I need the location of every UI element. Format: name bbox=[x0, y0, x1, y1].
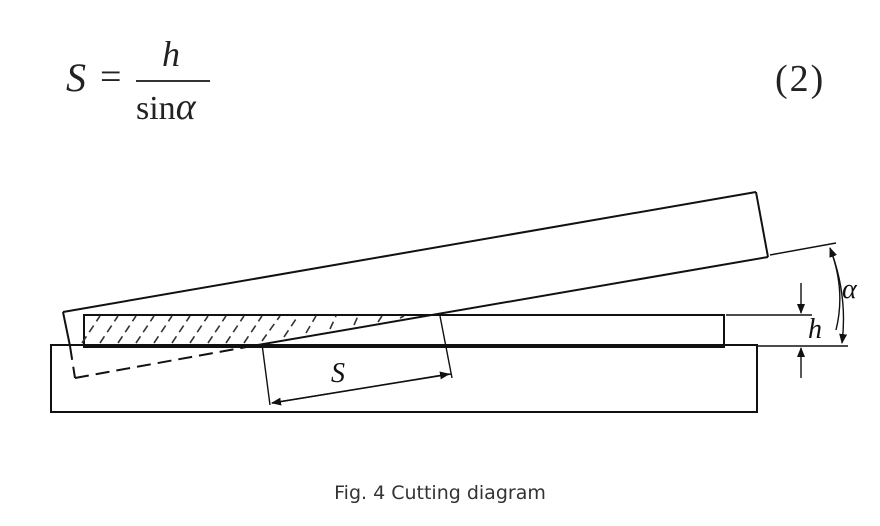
formula-denominator-symbol: α bbox=[175, 86, 196, 128]
formula-equals: = bbox=[100, 56, 122, 98]
formula-numerator: h bbox=[162, 34, 180, 74]
formula-denominator: sinα bbox=[136, 88, 196, 126]
h-dimension-label: h bbox=[808, 314, 822, 345]
inclined-blade bbox=[62, 191, 769, 347]
formula: S = h sinα bbox=[66, 30, 226, 130]
s-dimension-label: S bbox=[331, 358, 345, 389]
cut-hatching bbox=[81, 315, 405, 344]
alpha-dimension bbox=[769, 242, 848, 344]
top-workpiece bbox=[83, 314, 725, 348]
figure-caption: Fig. 4 Cutting diagram bbox=[334, 482, 546, 504]
bottom-plate bbox=[50, 344, 758, 413]
alpha-dimension-label: α bbox=[842, 274, 858, 305]
h-dimension bbox=[726, 283, 848, 378]
equation-number: (2) bbox=[775, 58, 826, 100]
cutting-diagram: S h α bbox=[50, 191, 858, 413]
s-dimension bbox=[261, 315, 453, 406]
formula-denominator-text: sin bbox=[136, 90, 176, 127]
formula-lhs: S bbox=[66, 55, 86, 100]
inclined-blade-hidden-edges bbox=[69, 345, 253, 379]
fraction-bar bbox=[136, 80, 210, 82]
